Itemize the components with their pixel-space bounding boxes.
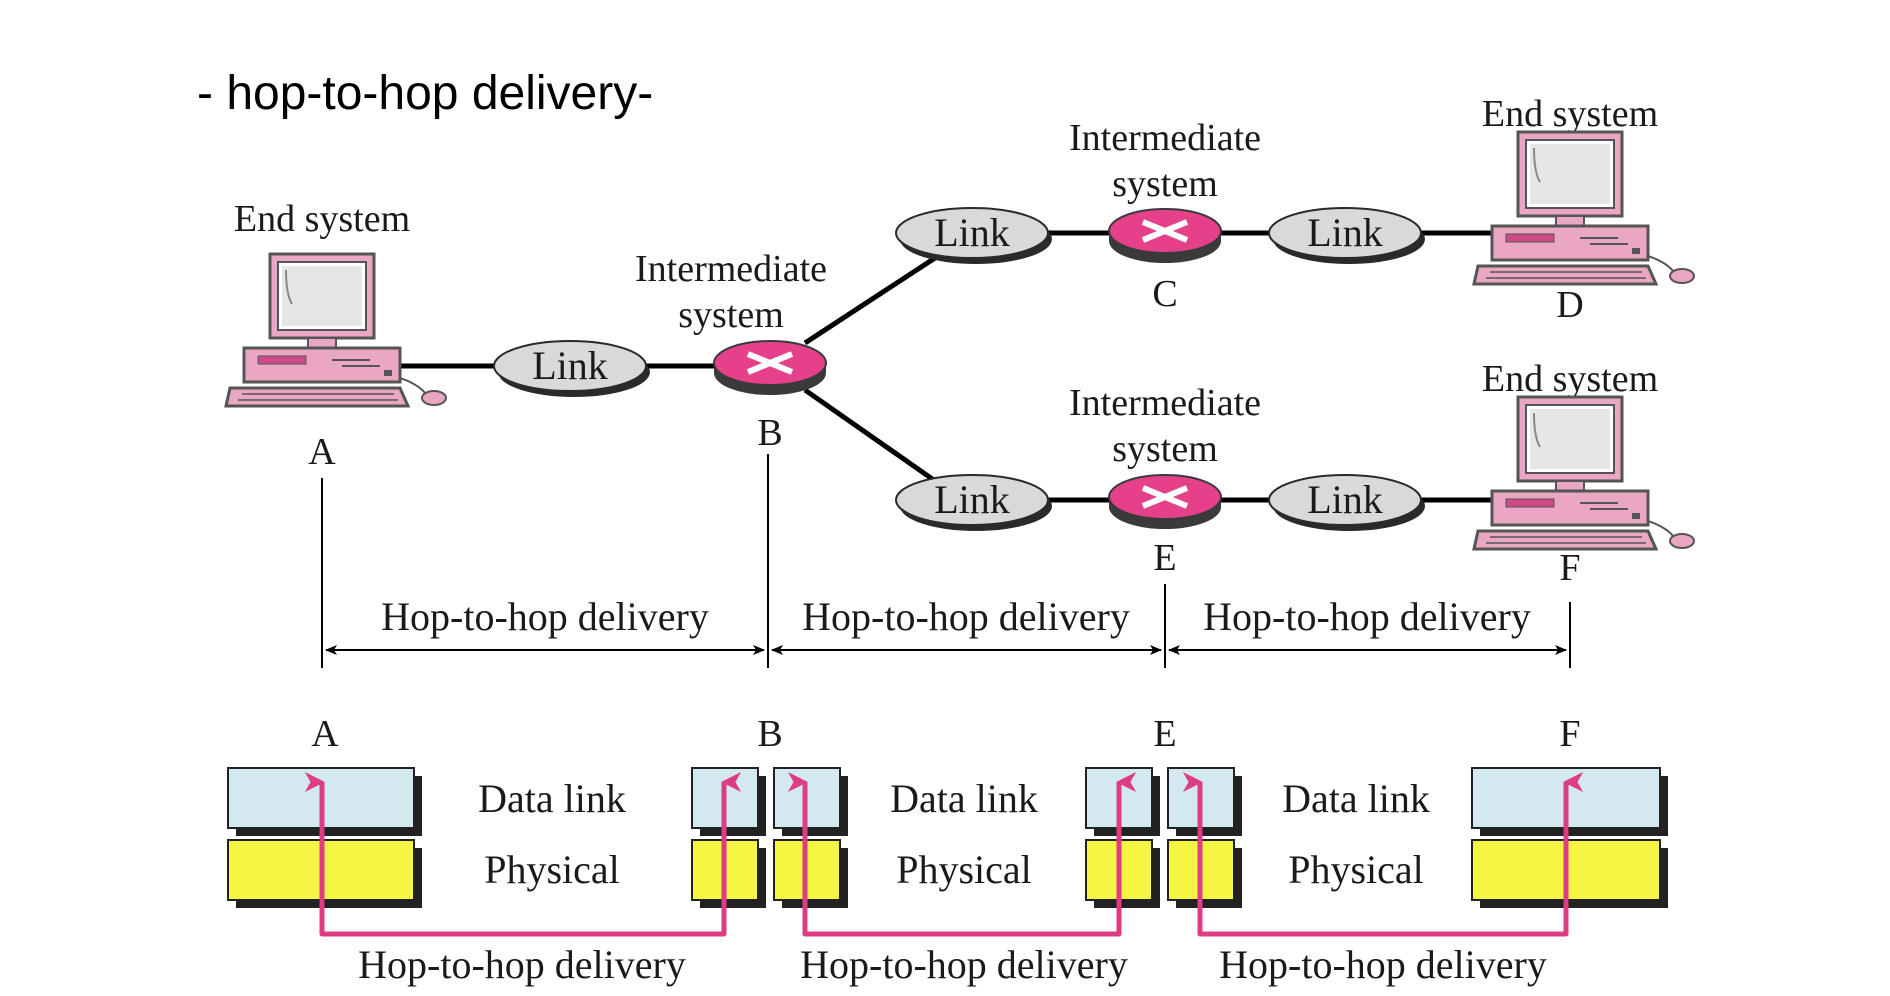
router-icon — [714, 341, 826, 395]
hop-label-bottom-1: Hop-to-hop delivery — [358, 942, 686, 987]
node-d-role: End system — [1482, 93, 1658, 135]
link-label: Link — [1307, 210, 1383, 255]
link-label: Link — [934, 210, 1010, 255]
stack-letter-f: F — [1559, 713, 1580, 755]
layer-label-data-link-3: Data link — [1282, 776, 1430, 821]
node-e-letter: E — [1153, 537, 1176, 579]
link-oval-b-e: Link — [895, 474, 1053, 532]
layer-label-physical-1: Physical — [484, 847, 620, 892]
node-f-letter: F — [1559, 547, 1580, 589]
hop-label-top-3: Hop-to-hop delivery — [1203, 594, 1531, 639]
layer-label-data-link-2: Data link — [890, 776, 1038, 821]
node-d: End system D — [1472, 93, 1696, 326]
node-b: Intermediate system B — [635, 248, 827, 454]
link-oval-b-c: Link — [895, 207, 1053, 265]
link-label: Link — [1307, 477, 1383, 522]
node-b-role-line2: system — [678, 294, 784, 336]
node-f-role: End system — [1482, 358, 1658, 400]
computer-icon — [1472, 395, 1696, 551]
stack-letter-a: A — [311, 713, 339, 755]
node-f: End system F — [1472, 358, 1696, 589]
link-oval-c-d: Link — [1268, 207, 1426, 265]
link-oval-a-b: Link — [493, 340, 651, 398]
node-b-role-line1: Intermediate — [635, 248, 827, 290]
link-label: Link — [934, 477, 1010, 522]
hop-label-bottom-3: Hop-to-hop delivery — [1219, 942, 1547, 987]
node-a-role: End system — [234, 198, 410, 240]
node-e: Intermediate system E — [1069, 382, 1261, 579]
layer-label-data-link-1: Data link — [478, 776, 626, 821]
hop-dimension-lines — [321, 454, 1571, 668]
node-b-letter: B — [757, 412, 782, 454]
layer-label-physical-2: Physical — [896, 847, 1032, 892]
computer-icon — [1472, 130, 1696, 286]
stack-letter-b: B — [757, 713, 782, 755]
delivery-path-b-e — [787, 772, 1137, 937]
computer-icon — [224, 252, 448, 408]
node-a: End system A — [224, 198, 448, 473]
node-c-role-line2: system — [1112, 163, 1218, 205]
hop-label-top-1: Hop-to-hop delivery — [381, 594, 709, 639]
node-c-role-line1: Intermediate — [1069, 117, 1261, 159]
router-icon — [1109, 475, 1221, 529]
page-title: - hop-to-hop delivery- — [197, 67, 653, 120]
hop-label-bottom-2: Hop-to-hop delivery — [800, 942, 1128, 987]
node-e-role-line1: Intermediate — [1069, 382, 1261, 424]
stack-letter-e: E — [1153, 713, 1176, 755]
layer-boxes — [227, 767, 1668, 908]
link-label: Link — [532, 343, 608, 388]
node-c: Intermediate system C — [1069, 117, 1261, 315]
layer-label-physical-3: Physical — [1288, 847, 1424, 892]
hop-label-top-2: Hop-to-hop delivery — [802, 594, 1130, 639]
link-oval-e-f: Link — [1268, 474, 1426, 532]
node-a-letter: A — [308, 431, 336, 473]
router-icon — [1109, 209, 1221, 263]
node-c-letter: C — [1152, 273, 1177, 315]
delivery-paths — [304, 772, 1584, 937]
node-d-letter: D — [1556, 284, 1583, 326]
node-e-role-line2: system — [1112, 428, 1218, 470]
delivery-path-e-f — [1182, 772, 1584, 937]
delivery-path-a-b — [304, 772, 742, 937]
